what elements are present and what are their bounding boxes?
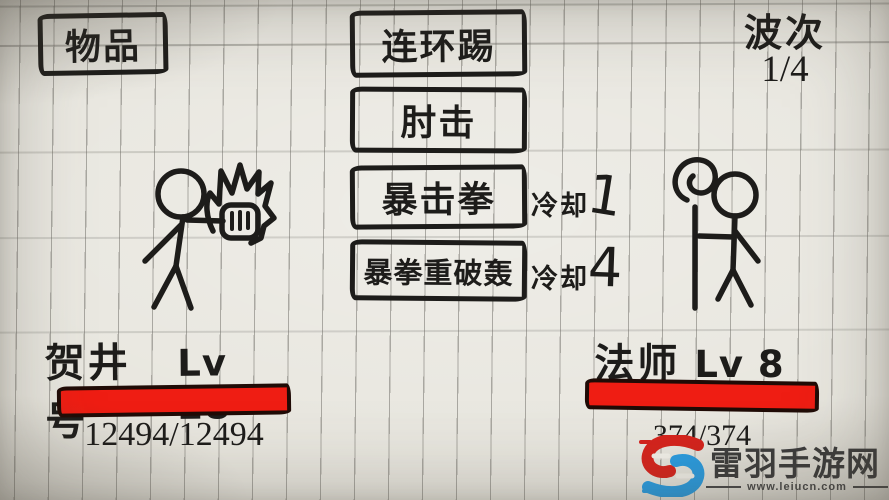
watermark-rule-left <box>706 486 742 488</box>
hero-left-leg <box>151 263 179 310</box>
skill-label: 肘击 <box>400 102 477 145</box>
cooldown-label: 冷却 <box>531 264 589 295</box>
mage-left-leg <box>715 267 736 302</box>
skill-button-elbow-strike[interactable]: 肘击 <box>349 86 528 154</box>
wave-label: 波次 <box>743 11 826 55</box>
enemy-nameplate: 法师 Lv 8 <box>582 331 797 389</box>
leiyu-logo-icon <box>639 435 705 497</box>
enemy-hp-bar <box>584 378 820 413</box>
hero-back-arm <box>142 222 184 264</box>
mage-stick-figure <box>672 157 761 311</box>
hero-fist-knuckles <box>230 210 250 231</box>
flame-icon <box>204 162 277 246</box>
mage-staff-arm <box>696 233 737 240</box>
wave-value: 1/4 <box>761 49 809 90</box>
mage-right-arm <box>732 228 761 264</box>
skill-label: 暴击拳 <box>381 179 496 222</box>
player-hp-bar <box>56 383 292 418</box>
player-hp-value: 12494/12494 <box>84 416 264 453</box>
mage-body <box>730 213 738 273</box>
enemy-level: Lv 8 <box>694 343 785 386</box>
items-button-label: 物品 <box>64 26 142 69</box>
cooldown-label: 冷却 <box>531 191 589 222</box>
hero-head <box>155 168 207 220</box>
skill-button-critical-punch[interactable]: 暴击拳 <box>349 164 528 230</box>
skill-button-heavy-breaker[interactable]: 暴拳重破轰 <box>349 239 528 302</box>
skill-label: 暴拳重破轰 <box>363 254 514 291</box>
mage-right-leg <box>730 267 754 308</box>
skill-button-chain-kick[interactable]: 连环踢 <box>349 9 528 78</box>
skill-label: 连环踢 <box>381 26 496 68</box>
hero-body <box>173 214 186 269</box>
site-watermark: 雷羽手游网 www.leiucn.com <box>636 431 889 500</box>
watermark-rule-right <box>852 486 888 488</box>
hero-fist <box>219 202 261 241</box>
cooldown-value: 1 <box>583 161 628 230</box>
hero-stick-figure <box>142 162 277 311</box>
items-button[interactable]: 物品 <box>37 11 169 77</box>
watermark-url: www.leiucn.com <box>747 481 847 493</box>
mage-head <box>711 171 759 219</box>
hero-punch-arm <box>184 217 226 224</box>
watermark-site-name: 雷羽手游网 <box>710 447 880 483</box>
mage-staff-spiral <box>672 157 718 203</box>
cooldown-value: 4 <box>586 235 624 300</box>
paper-horizontal-line <box>0 234 889 239</box>
hero-right-leg <box>173 263 194 311</box>
watermark-url-row: www.leiucn.com <box>706 481 888 493</box>
